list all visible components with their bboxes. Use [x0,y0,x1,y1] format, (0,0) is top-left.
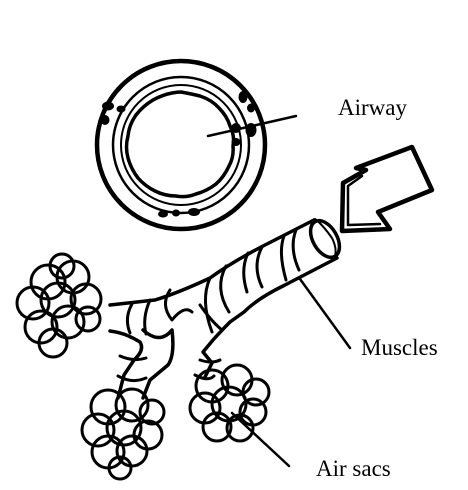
muscles-label: Muscles [361,336,438,359]
air-sac-cluster-left [17,254,101,357]
bronchial-tree [110,216,350,398]
airway-cross-section [97,61,296,229]
airway-label: Airway [338,96,407,119]
pointing-arrow [342,147,432,231]
air-sacs-label: Air sacs [316,457,391,480]
air-sac-cluster-right [190,365,289,466]
air-sac-cluster-bottom [82,389,164,479]
